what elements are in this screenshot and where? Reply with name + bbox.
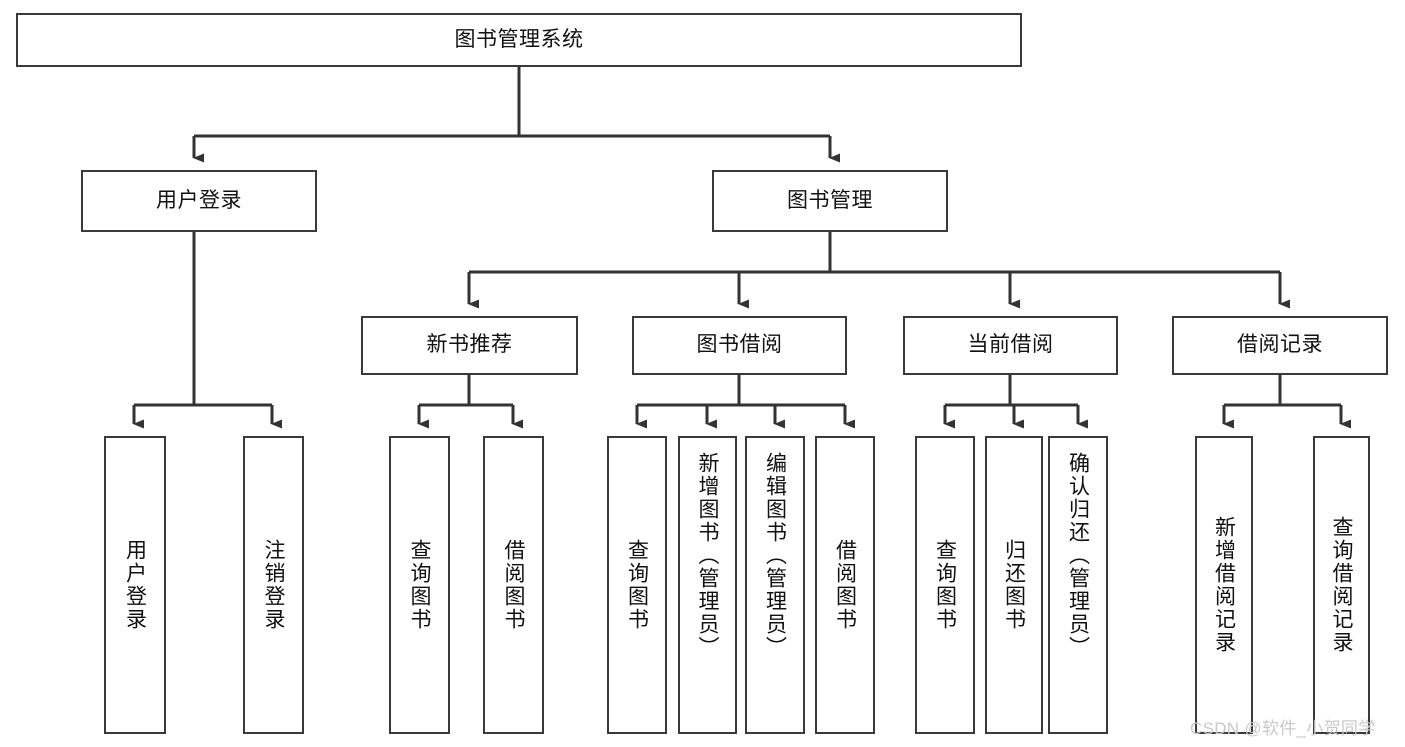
leaf-label: 查询图书 [408,539,431,631]
leaf-label: 确认归还（管理员） [1066,452,1090,659]
leaf-label: 查询图书 [933,539,957,631]
leaf-label: 归还图书 [1002,539,1026,631]
leaf-label: 注销登录 [262,539,285,631]
node-label: 图书管理系统 [454,27,584,51]
leaf-query-book-1[interactable]: 查询图书 [389,436,450,734]
node-book-borrow[interactable]: 图书借阅 [632,316,847,375]
node-label: 借阅记录 [1237,333,1323,357]
leaf-borrow-book-2[interactable]: 借阅图书 [815,436,875,734]
leaf-label: 借阅图书 [502,539,525,631]
leaf-add-borrow-record[interactable]: 新增借阅记录 [1195,436,1253,734]
leaf-logout[interactable]: 注销登录 [243,436,304,734]
node-label: 用户登录 [156,188,242,212]
node-borrow-record[interactable]: 借阅记录 [1172,316,1388,375]
leaf-return-book[interactable]: 归还图书 [985,436,1043,734]
leaf-query-book-3[interactable]: 查询图书 [915,436,975,734]
leaf-label: 借阅图书 [833,539,857,631]
node-label: 图书借阅 [696,333,783,357]
leaf-label: 用户登录 [123,539,147,631]
leaf-label: 编辑图书（管理员） [763,452,787,659]
node-label: 图书管理 [787,188,873,212]
node-book-management-system[interactable]: 图书管理系统 [16,13,1022,67]
watermark-text: CSDN @软件_小贺同学 [1190,719,1376,738]
leaf-query-borrow-record[interactable]: 查询借阅记录 [1313,436,1370,734]
node-book-management[interactable]: 图书管理 [712,170,948,232]
leaf-add-book[interactable]: 新增图书（管理员） [678,436,737,734]
node-label: 新书推荐 [426,333,513,357]
leaf-label: 查询图书 [625,539,649,631]
leaf-label: 新增借阅记录 [1212,516,1236,654]
leaf-label: 新增图书（管理员） [696,452,719,659]
node-user-login[interactable]: 用户登录 [81,170,317,232]
node-label: 当前借阅 [967,333,1054,357]
node-new-book-recommendation[interactable]: 新书推荐 [361,316,578,375]
leaf-user-login[interactable]: 用户登录 [104,436,166,734]
leaf-query-book-2[interactable]: 查询图书 [607,436,667,734]
leaf-confirm-return[interactable]: 确认归还（管理员） [1048,436,1108,734]
leaf-label: 查询借阅记录 [1330,516,1353,654]
leaf-borrow-book-1[interactable]: 借阅图书 [483,436,544,734]
leaf-edit-book[interactable]: 编辑图书（管理员） [745,436,805,734]
node-current-borrow[interactable]: 当前借阅 [903,316,1118,375]
